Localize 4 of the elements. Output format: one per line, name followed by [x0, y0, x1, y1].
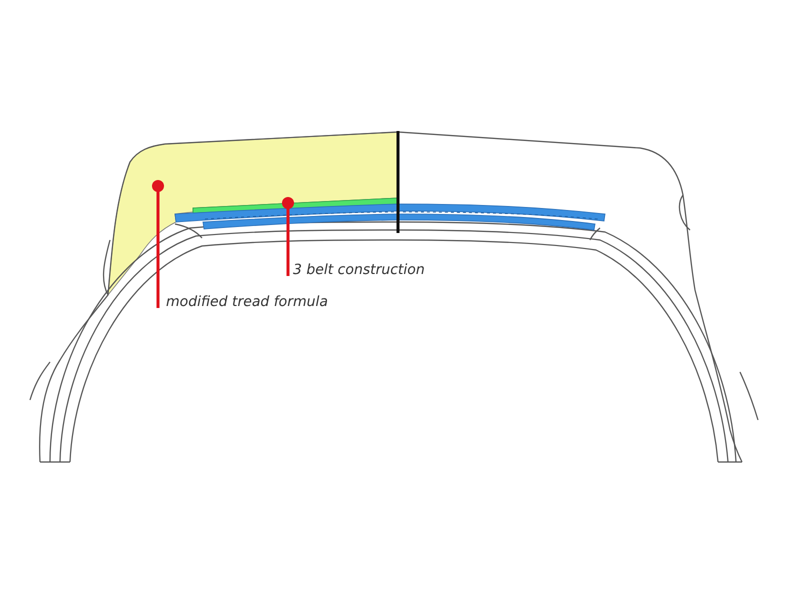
leader-line — [152, 180, 164, 308]
callout-label: modified tread formula — [166, 294, 328, 310]
leader-line — [282, 197, 294, 276]
callout-label: 3 belt construction — [293, 262, 425, 278]
